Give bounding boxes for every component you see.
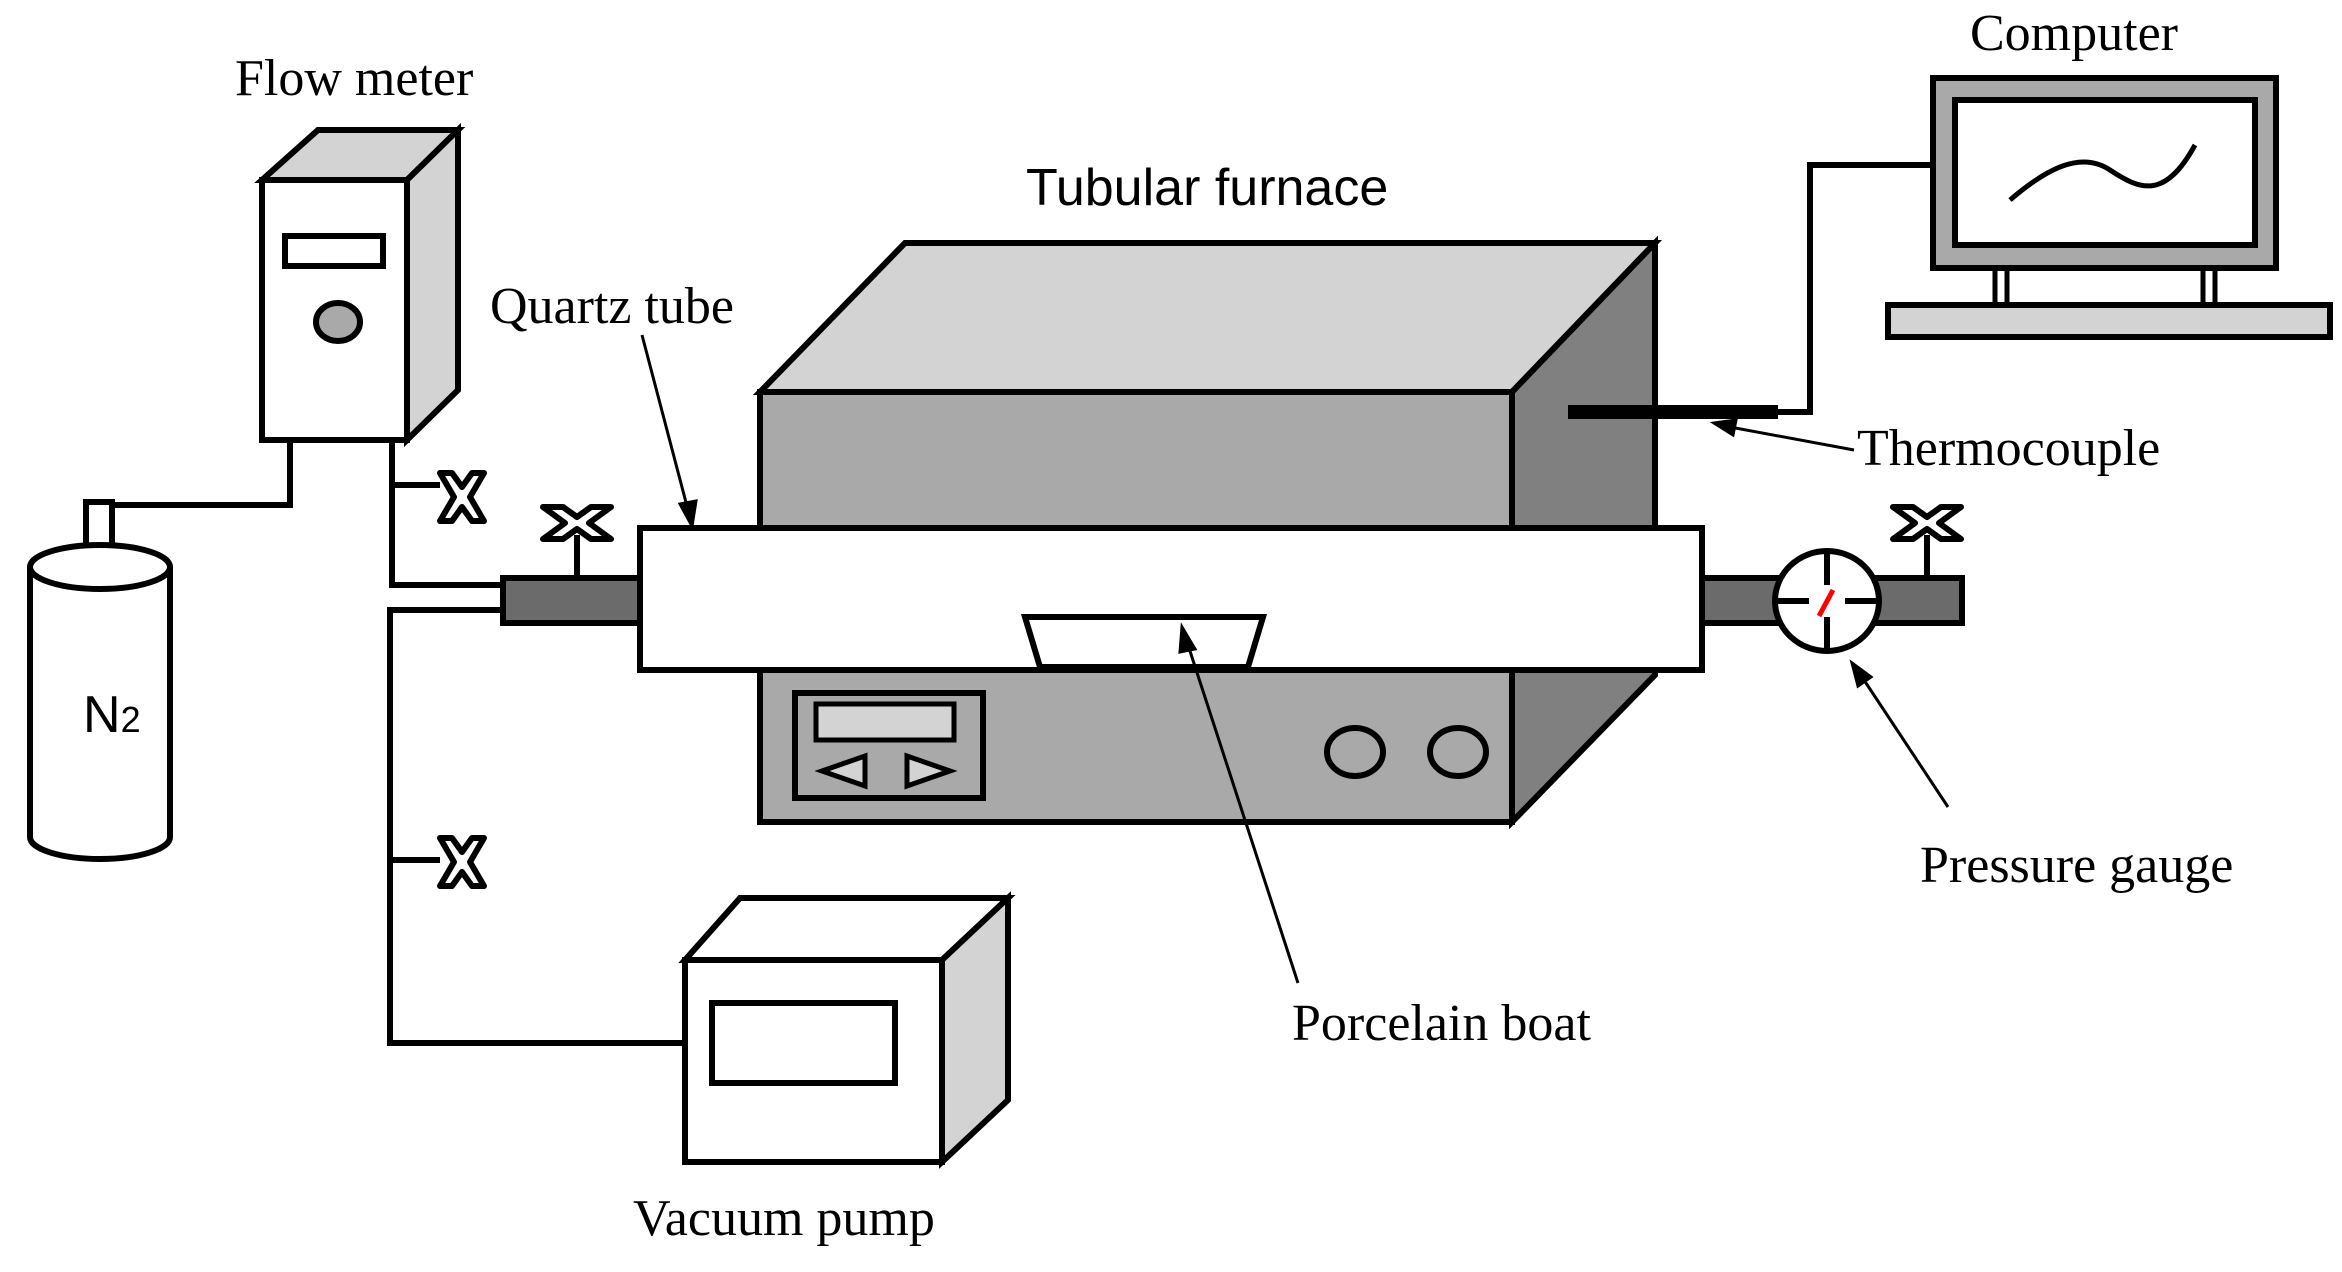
vacuum-pump <box>678 891 1016 1169</box>
n2-supply-line <box>95 440 293 512</box>
waveform-icon <box>2008 143 2198 202</box>
pressure-gauge-dial-icon <box>1777 553 1877 649</box>
outlet-valve[interactable] <box>1890 504 1964 542</box>
thermocouple-label: Thermocouple <box>1857 420 2160 477</box>
inlet-valve[interactable] <box>540 504 614 542</box>
valve-icon <box>437 835 487 889</box>
pressure-gauge-label: Pressure gauge <box>1920 837 2233 894</box>
n2-subscript: 2 <box>121 699 141 740</box>
pump-display <box>709 1000 898 1086</box>
quartz-tube-label: Quartz tube <box>490 278 734 335</box>
quartz-tube-arrow <box>640 334 698 531</box>
valve-icon <box>1890 504 1964 542</box>
pressure-gauge-arrow <box>1849 659 1950 808</box>
valve-icon <box>540 504 614 542</box>
flow-meter <box>254 122 466 448</box>
computer-label: Computer <box>1970 5 2178 62</box>
cylinder-top <box>27 542 173 592</box>
thermocouple-arrow <box>1709 418 1855 452</box>
computer <box>1885 75 2333 340</box>
n2-cylinder: N2 <box>27 499 173 862</box>
flow-valve[interactable] <box>437 470 487 524</box>
porcelain-boat-label: Porcelain boat <box>1292 995 1591 1052</box>
thermocouple-wire <box>1775 162 1938 415</box>
furnace-top <box>752 240 1663 395</box>
furnace-knob-right <box>1427 725 1489 779</box>
right-arrow-icon <box>904 752 958 790</box>
cylinder-body <box>27 567 173 862</box>
flow-meter-label: Flow meter <box>235 50 473 107</box>
flow-meter-knob <box>313 300 363 344</box>
n2-label: N2 <box>83 686 141 744</box>
pressure-gauge <box>1772 548 1882 654</box>
inlet-connector <box>500 575 646 626</box>
furnace-knob-left <box>1324 725 1386 779</box>
vacuum-line <box>387 607 685 1046</box>
left-arrow-icon <box>814 752 868 790</box>
furnace-front-upper <box>757 389 1515 533</box>
quartz-tube-assembly <box>500 525 1965 673</box>
control-panel-display <box>813 701 957 743</box>
pointer-arrows <box>640 334 1950 984</box>
flow-meter-outlet-line <box>389 440 505 588</box>
tubular-furnace-label: Tubular furnace <box>1026 159 1388 217</box>
flow-meter-display <box>282 233 386 269</box>
valve-icon <box>437 470 487 524</box>
porcelain-boat <box>1020 614 1268 670</box>
gas-lines <box>95 162 1938 1046</box>
keyboard-base <box>1885 302 2333 340</box>
vacuum-pump-label: Vacuum pump <box>633 1190 935 1247</box>
flow-meter-side <box>404 122 461 448</box>
gauge-needle <box>1816 588 1836 618</box>
vacuum-valve[interactable] <box>437 835 487 889</box>
porcelain-boat-arrow <box>1178 622 1300 984</box>
monitor-screen <box>1952 97 2258 248</box>
